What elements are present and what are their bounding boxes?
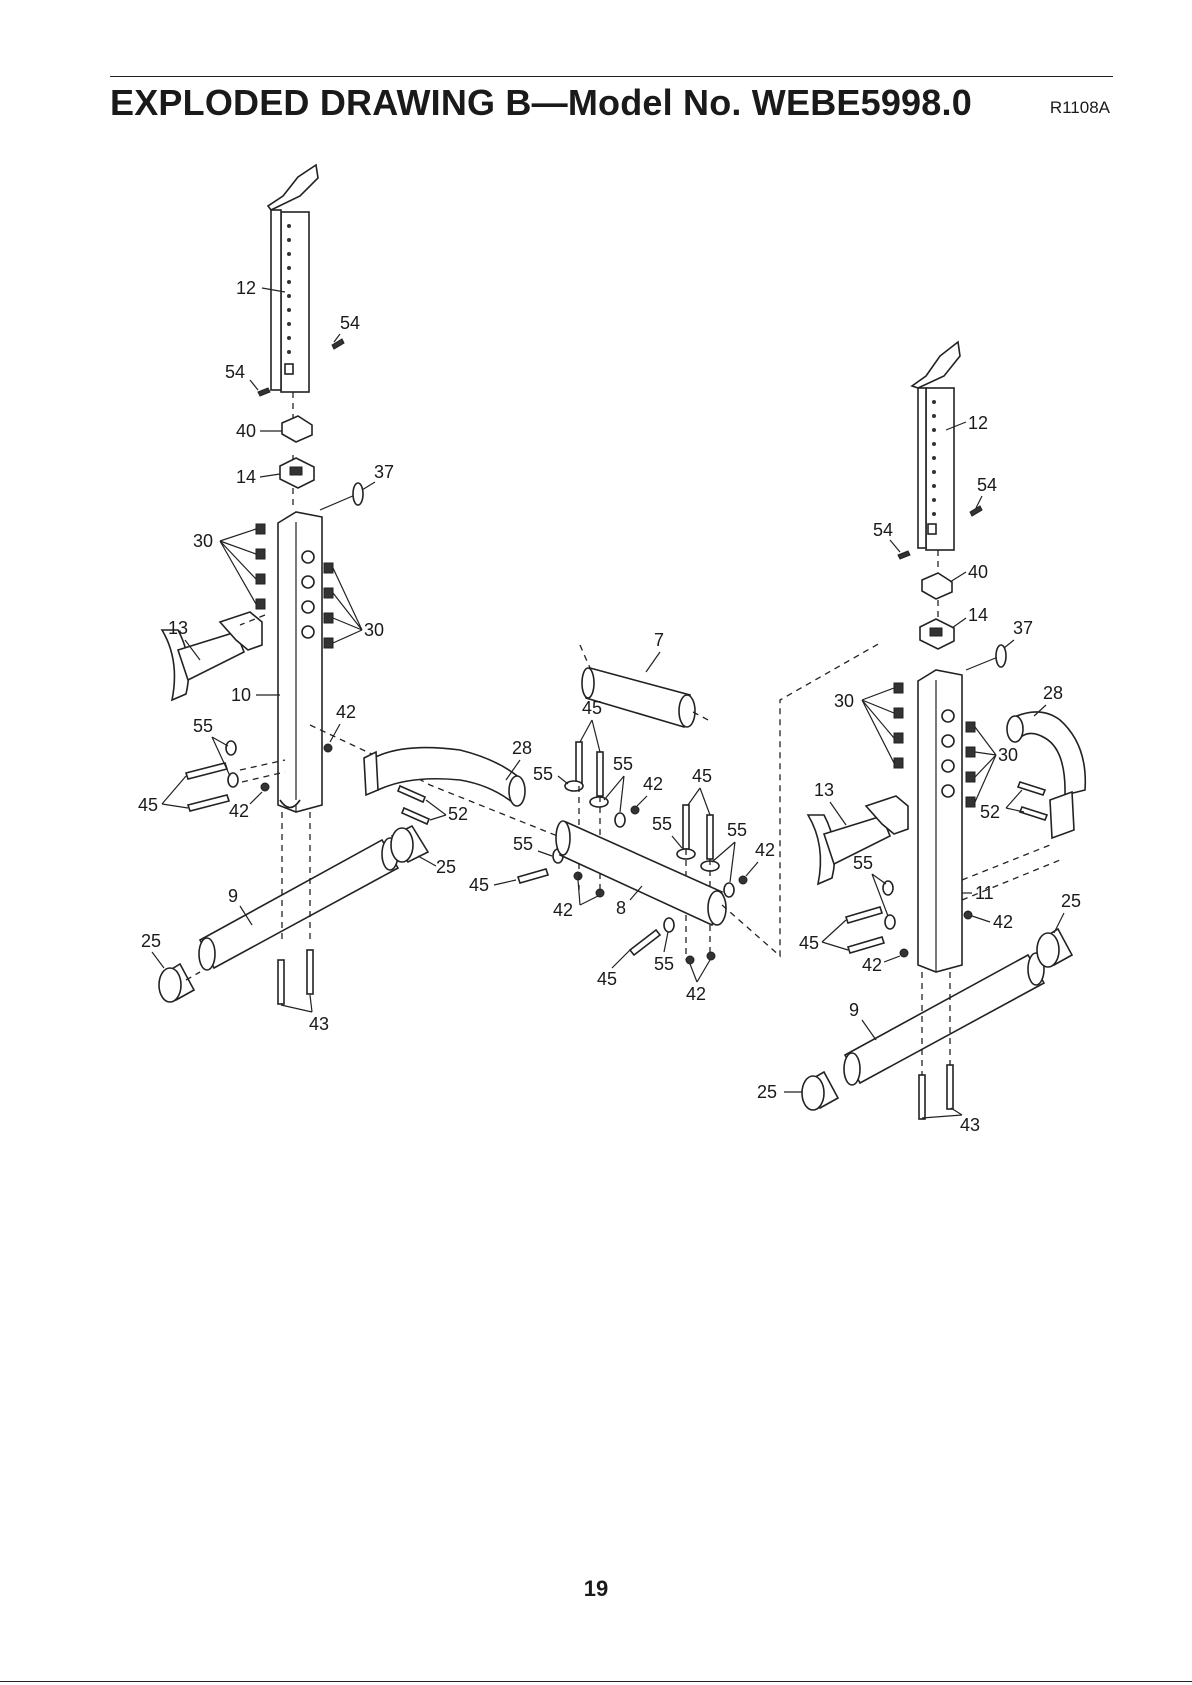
callout-13-right: 13 bbox=[814, 780, 834, 800]
callout-45-center-b: 45 bbox=[692, 766, 712, 786]
callout-45-center-d: 45 bbox=[597, 969, 617, 989]
callout-25-right-b: 25 bbox=[757, 1082, 777, 1102]
callout-55-center-a: 55 bbox=[533, 764, 553, 784]
callout-9-right: 9 bbox=[849, 1000, 859, 1020]
callout-42-right-a: 42 bbox=[993, 912, 1013, 932]
callout-12-right: 12 bbox=[968, 413, 988, 433]
callout-54-right-a: 54 bbox=[977, 475, 997, 495]
left-pin-37 bbox=[320, 483, 363, 510]
callout-45-right: 45 bbox=[799, 933, 819, 953]
callout-54-right-b: 54 bbox=[873, 520, 893, 540]
right-assembly: 12 54 54 40 14 37 28 30 30 13 52 55 11 4… bbox=[757, 342, 1085, 1135]
callout-12-left: 12 bbox=[236, 278, 256, 298]
left-nut-42-a bbox=[261, 783, 269, 791]
callout-45-left: 45 bbox=[138, 795, 158, 815]
page-number: 19 bbox=[0, 1576, 1192, 1602]
callout-42-center-b: 42 bbox=[755, 840, 775, 860]
callout-8-center: 8 bbox=[616, 898, 626, 918]
callout-43-right: 43 bbox=[960, 1115, 980, 1135]
right-nut-42-a bbox=[964, 911, 972, 919]
callout-30-right-a: 30 bbox=[834, 691, 854, 711]
right-bushing-40 bbox=[922, 573, 952, 599]
callout-55-left: 55 bbox=[193, 716, 213, 736]
right-upright-extension bbox=[912, 342, 960, 550]
callout-52-right: 52 bbox=[980, 802, 1000, 822]
callout-11-right: 11 bbox=[975, 883, 994, 903]
left-screw-54-left bbox=[258, 388, 270, 396]
left-bushing-40 bbox=[282, 416, 312, 442]
left-bolts-43 bbox=[278, 950, 313, 1004]
callout-55-center-c: 55 bbox=[652, 814, 672, 834]
callout-14-right: 14 bbox=[968, 605, 988, 625]
right-pin-37 bbox=[966, 645, 1006, 670]
callout-42-left-a: 42 bbox=[336, 702, 356, 722]
callout-14-left: 14 bbox=[236, 467, 256, 487]
right-bolts-45 bbox=[846, 907, 884, 953]
left-crossbar-28 bbox=[364, 748, 525, 806]
callout-25-right-a: 25 bbox=[1061, 891, 1081, 911]
left-upright-10 bbox=[278, 512, 322, 812]
callout-54-left-a: 54 bbox=[340, 313, 360, 333]
callout-42-center-a: 42 bbox=[643, 774, 663, 794]
left-bolts-52 bbox=[398, 786, 429, 824]
left-bolts-45 bbox=[186, 763, 229, 811]
right-screw-54-left bbox=[898, 551, 910, 559]
callout-25-left-a: 25 bbox=[436, 857, 456, 877]
callout-10-left: 10 bbox=[231, 685, 251, 705]
callout-7-center: 7 bbox=[654, 630, 664, 650]
callout-45-center-c: 45 bbox=[469, 875, 489, 895]
right-bolts-52 bbox=[1018, 782, 1047, 820]
callout-42-center-d: 42 bbox=[686, 984, 706, 1004]
callout-37-right: 37 bbox=[1013, 618, 1033, 638]
callout-42-center-c: 42 bbox=[553, 900, 573, 920]
footer-rule bbox=[0, 1681, 1192, 1682]
callout-37-left: 37 bbox=[374, 462, 394, 482]
left-screw-54-right bbox=[332, 339, 344, 349]
left-upright-extension bbox=[268, 165, 318, 392]
callout-45-center-a: 45 bbox=[582, 698, 602, 718]
callout-54-left-b: 54 bbox=[225, 362, 245, 382]
callout-13-left: 13 bbox=[168, 618, 188, 638]
right-washers-55 bbox=[883, 881, 895, 929]
callout-40-right: 40 bbox=[968, 562, 988, 582]
callout-40-left: 40 bbox=[236, 421, 256, 441]
left-nut-42-b bbox=[324, 744, 332, 752]
callout-42-left-b: 42 bbox=[229, 801, 249, 821]
callout-30-left-a: 30 bbox=[193, 531, 213, 551]
left-washers-55 bbox=[226, 741, 238, 787]
callout-25-left-b: 25 bbox=[141, 931, 161, 951]
left-nuts-30-outer bbox=[256, 524, 265, 609]
right-bolts-43 bbox=[919, 1065, 953, 1119]
callout-9-left: 9 bbox=[228, 886, 238, 906]
callout-28-left: 28 bbox=[512, 738, 532, 758]
callout-55-center-f: 55 bbox=[654, 954, 674, 974]
left-assembly: 12 54 54 40 14 37 30 30 13 10 55 42 45 4… bbox=[138, 165, 580, 1034]
callout-55-right: 55 bbox=[853, 853, 873, 873]
right-upright-11 bbox=[918, 670, 962, 972]
callout-42-right-b: 42 bbox=[862, 955, 882, 975]
callout-30-left-b: 30 bbox=[364, 620, 384, 640]
callout-55-center-e: 55 bbox=[513, 834, 533, 854]
callout-30-right-b: 30 bbox=[998, 745, 1018, 765]
right-nuts-30-outer bbox=[894, 683, 903, 768]
callout-43-left: 43 bbox=[309, 1014, 329, 1034]
callout-55-center-b: 55 bbox=[613, 754, 633, 774]
callout-52-left: 52 bbox=[448, 804, 468, 824]
callout-55-center-d: 55 bbox=[727, 820, 747, 840]
center-crossbar-8 bbox=[556, 821, 726, 925]
callout-28-right: 28 bbox=[1043, 683, 1063, 703]
right-nut-42-b bbox=[900, 949, 908, 957]
